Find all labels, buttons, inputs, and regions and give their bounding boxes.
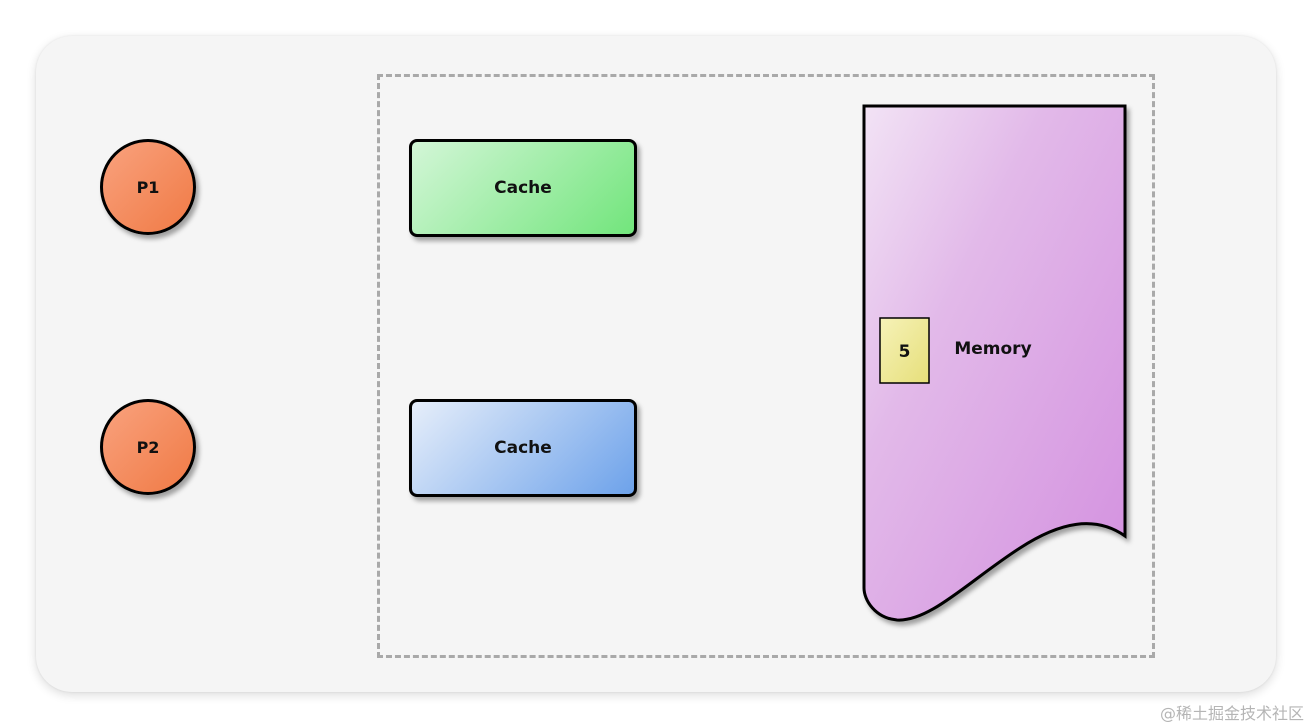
processor-p2-label: P2 [136, 437, 160, 457]
processor-p1-label: P1 [136, 177, 160, 197]
watermark: @稀土掘金技术社区 [1159, 704, 1304, 723]
cache-p1: Cache [409, 139, 637, 237]
shared-system-boundary [377, 74, 1155, 658]
processor-p2: P2 [100, 399, 196, 495]
cache-p2: Cache [409, 399, 637, 497]
processor-p1: P1 [100, 139, 196, 235]
cache-p2-label: Cache [494, 438, 552, 458]
cache-p1-label: Cache [494, 178, 552, 198]
